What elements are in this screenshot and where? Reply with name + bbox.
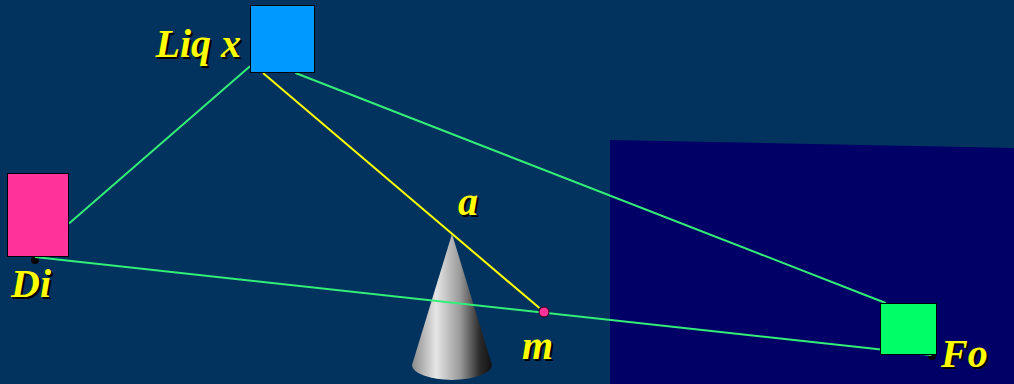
node-label: Liq x (155, 24, 241, 64)
connector-line (296, 73, 886, 303)
connector-line (35, 257, 931, 355)
node-label: Di (11, 264, 51, 304)
connector-line (263, 73, 539, 308)
connector-line (69, 66, 250, 223)
dark-region (610, 140, 1014, 384)
point-dot: m (538, 306, 550, 318)
liquid-box: Liq x (250, 5, 315, 73)
source-box: Di (7, 173, 69, 257)
point-label: a (458, 182, 478, 222)
node-label: Fo (941, 334, 988, 374)
target-box: Fo (880, 303, 937, 355)
cone (412, 234, 492, 380)
dot-shape (538, 306, 550, 318)
node-label: m (522, 326, 553, 366)
